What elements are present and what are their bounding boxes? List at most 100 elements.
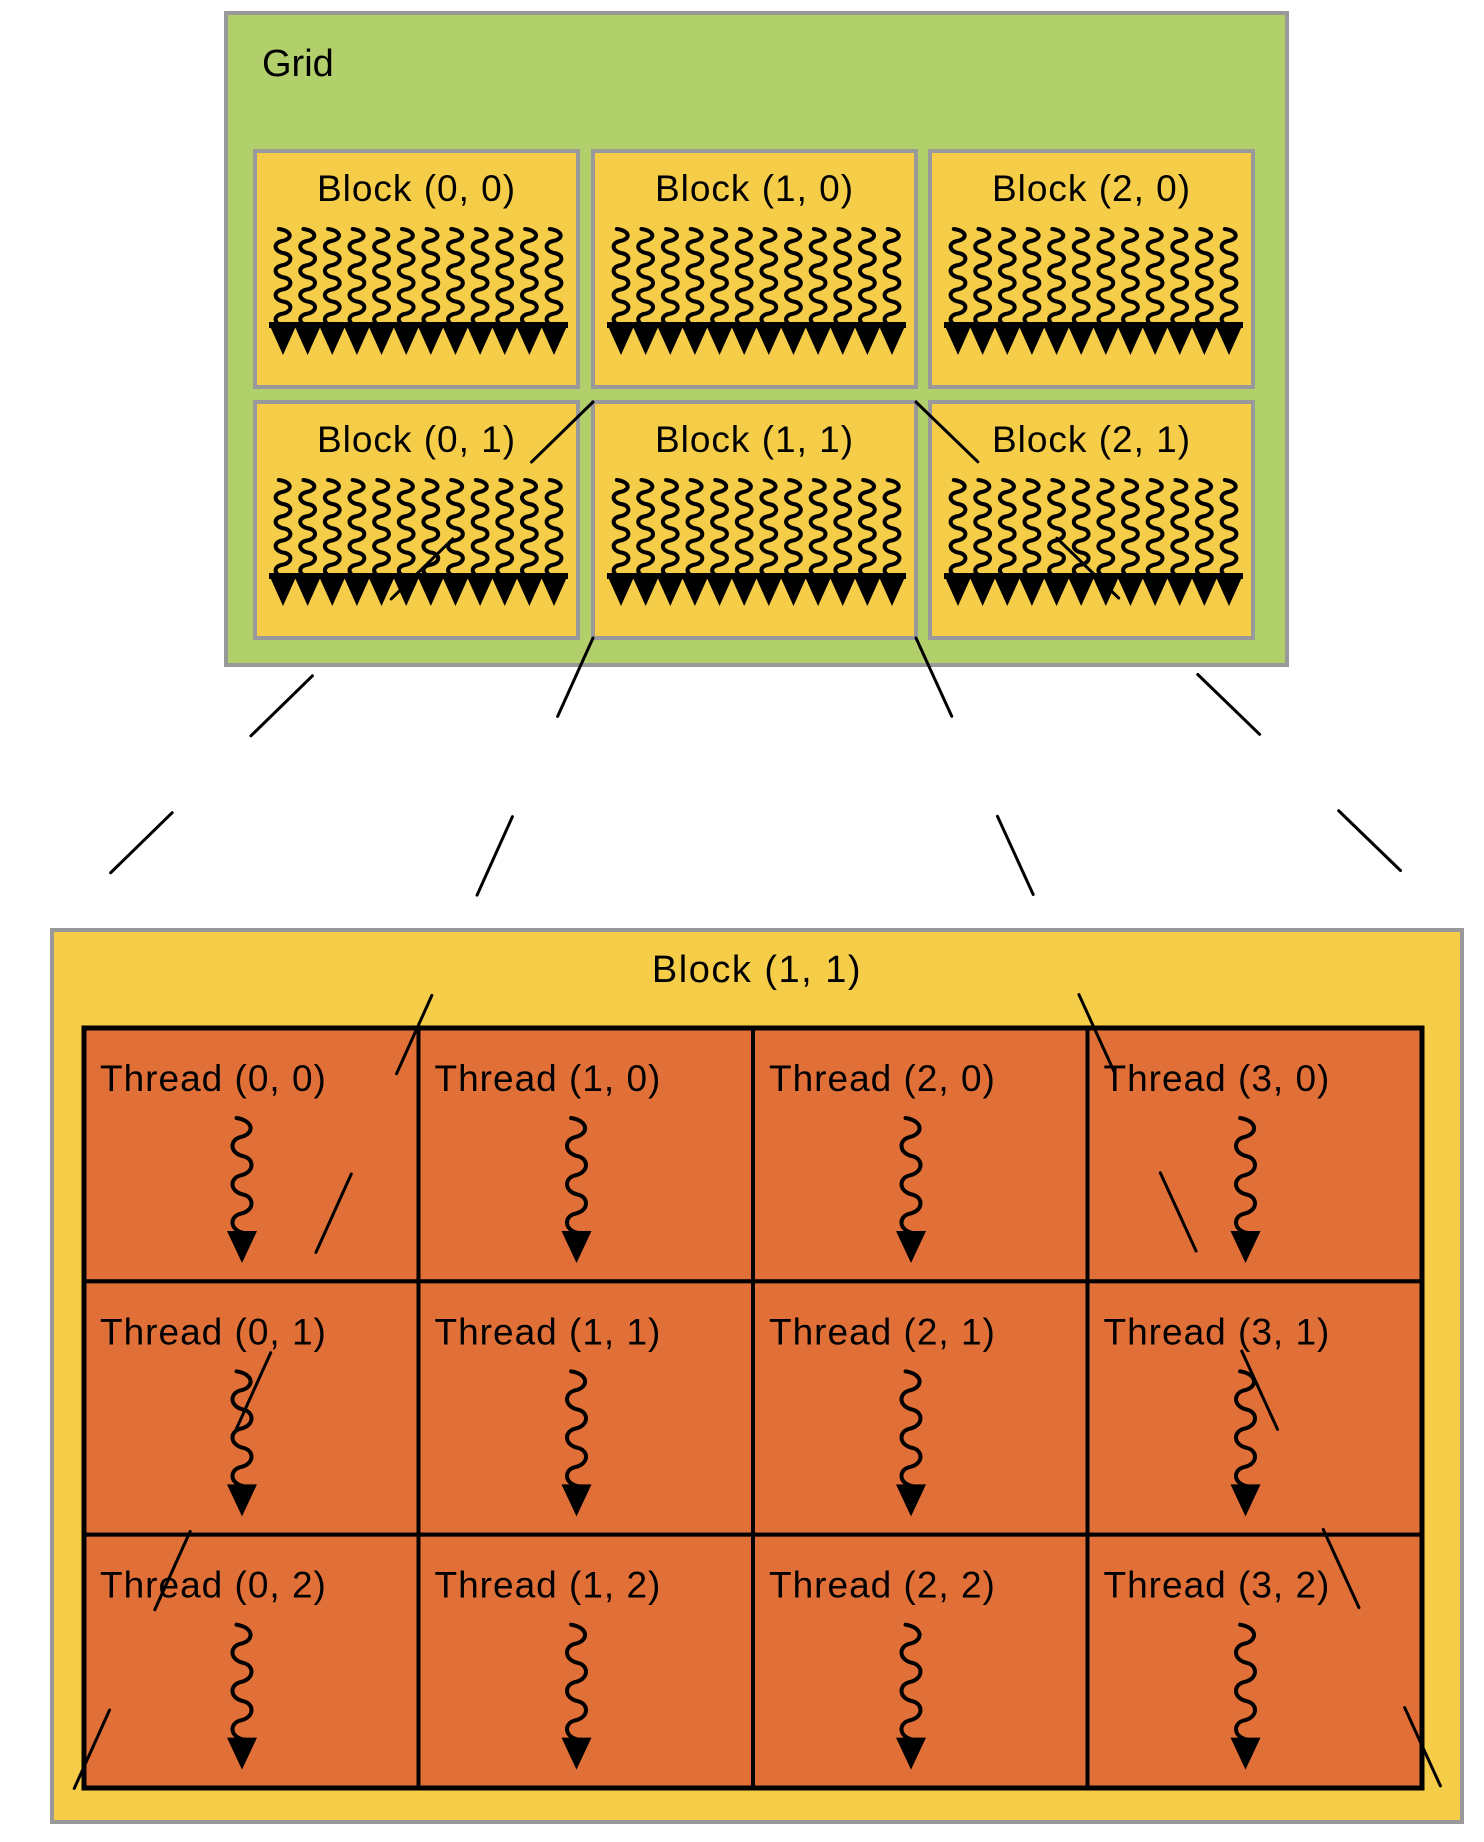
thread-wave-icon: [973, 227, 992, 328]
thread-cell: Thread (2, 1): [751, 1279, 1090, 1537]
thread-arrowhead-icon: [1230, 1231, 1261, 1263]
thread-arrowhead-icon: [227, 1737, 257, 1770]
thread-arrowhead-icon: [608, 577, 634, 606]
thread-wave-icon: [322, 227, 342, 328]
thread-arrowhead-icon: [343, 326, 370, 355]
thread-arrowhead-icon: [1216, 326, 1242, 355]
thread-arrowhead-icon: [491, 577, 518, 606]
thread-wave-icon: [230, 1622, 254, 1742]
thread-arrowhead-icon: [755, 326, 782, 355]
thread-wave-icon: [882, 478, 902, 579]
thread-wave-icon: [685, 478, 705, 579]
thread-cell-frame: [416, 1279, 755, 1537]
thread-arrowhead-icon: [467, 326, 494, 355]
thread-arrowhead-icon: [368, 577, 395, 606]
thread-arrowhead-icon: [541, 326, 567, 355]
thread-wave-icon: [1219, 478, 1239, 579]
thread-label: Thread (1, 1): [435, 1311, 662, 1352]
block-label: Block (0, 0): [317, 168, 516, 209]
thread-wave-icon: [520, 478, 539, 579]
thread-wave-icon: [899, 1622, 923, 1742]
thread-wave-icon: [759, 478, 779, 579]
thread-arrowhead-icon: [1117, 326, 1144, 355]
thread-wave-icon: [784, 478, 803, 579]
block-threads: [269, 227, 568, 355]
thread-cell: Thread (0, 1): [82, 1279, 421, 1537]
thread-arrowhead-icon: [608, 326, 634, 355]
block-label: Block (0, 1): [317, 419, 516, 460]
thread-arrowhead-icon: [1142, 326, 1169, 355]
thread-baseline: [269, 322, 568, 328]
thread-wave-icon: [660, 478, 680, 579]
thread-label: Thread (0, 2): [100, 1565, 327, 1606]
thread-wave-icon: [997, 478, 1017, 579]
thread-arrowhead-icon: [393, 577, 420, 606]
thread-wave-icon: [347, 478, 367, 579]
thread-label: Thread (3, 1): [1104, 1311, 1331, 1352]
grid-block: Block (1, 1): [591, 400, 918, 640]
thread-arrowhead-icon: [994, 326, 1021, 355]
thread-arrowhead-icon: [805, 326, 832, 355]
grid-block: Block (2, 1): [928, 400, 1255, 640]
thread-wave-icon: [611, 227, 631, 328]
thread-wave-icon: [734, 478, 754, 579]
thread-arrowhead-icon: [1018, 577, 1045, 606]
thread-arrowhead-icon: [1230, 1484, 1261, 1517]
thread-label: Thread (2, 2): [769, 1565, 996, 1606]
thread-arrowhead-icon: [994, 577, 1021, 606]
thread-arrowhead-icon: [969, 577, 996, 606]
thread-wave-icon: [899, 1116, 923, 1235]
thread-wave-icon: [273, 478, 293, 579]
thread-table: Thread (0, 0)Thread (1, 0)Thread (2, 0)T…: [81, 1025, 1425, 1791]
thread-arrowhead-icon: [561, 1484, 592, 1517]
thread-wave-icon: [833, 478, 853, 579]
block-label: Block (2, 1): [992, 419, 1191, 460]
thread-arrowhead-icon: [1117, 577, 1144, 606]
thread-label: Thread (0, 1): [100, 1311, 327, 1352]
thread-baseline: [607, 322, 906, 328]
thread-arrowhead-icon: [1018, 326, 1045, 355]
thread-wave-icon: [298, 478, 317, 579]
thread-wave-icon: [396, 227, 416, 328]
thread-arrowhead-icon: [1166, 577, 1193, 606]
thread-wave-icon: [446, 478, 465, 579]
thread-arrowhead-icon: [731, 577, 758, 606]
thread-wave-icon: [948, 227, 968, 328]
thread-wave-icon: [1121, 227, 1140, 328]
thread-wave-icon: [1145, 478, 1165, 579]
thread-cell: Thread (3, 2): [1085, 1532, 1424, 1790]
thread-arrowhead-icon: [829, 577, 856, 606]
thread-label: Thread (3, 0): [1104, 1058, 1331, 1099]
thread-wave-icon: [495, 478, 515, 579]
thread-arrowhead-icon: [442, 577, 469, 606]
thread-wave-icon: [611, 478, 631, 579]
thread-wave-icon: [470, 478, 490, 579]
thread-wave-icon: [347, 227, 367, 328]
thread-wave-icon: [808, 478, 828, 579]
thread-arrowhead-icon: [896, 1737, 926, 1770]
thread-wave-icon: [372, 227, 391, 328]
thread-label: Thread (1, 0): [435, 1058, 662, 1099]
thread-arrowhead-icon: [706, 577, 733, 606]
thread-wave-icon: [1145, 227, 1165, 328]
thread-arrowhead-icon: [368, 326, 395, 355]
thread-arrowhead-icon: [879, 326, 905, 355]
grid-blocks: Block (0, 0)Block (1, 0)Block (2, 0)Bloc…: [253, 149, 1255, 640]
thread-wave-icon: [1234, 1116, 1257, 1235]
block-threads: [607, 227, 906, 355]
thread-arrowhead-icon: [417, 577, 444, 606]
block-threads: [269, 478, 568, 606]
thread-wave-icon: [1096, 227, 1116, 328]
thread-wave-icon: [636, 478, 655, 579]
thread-arrowhead-icon: [1166, 326, 1193, 355]
thread-arrowhead-icon: [343, 577, 370, 606]
thread-arrowhead-icon: [896, 1484, 926, 1517]
thread-arrowhead-icon: [1216, 577, 1242, 606]
thread-wave-icon: [1195, 478, 1214, 579]
thread-cell: Thread (3, 1): [1085, 1279, 1424, 1537]
thread-wave-icon: [833, 227, 853, 328]
thread-wave-icon: [544, 227, 564, 328]
thread-arrowhead-icon: [1092, 577, 1119, 606]
callout-top-left: [50, 400, 595, 932]
thread-wave-icon: [759, 227, 779, 328]
